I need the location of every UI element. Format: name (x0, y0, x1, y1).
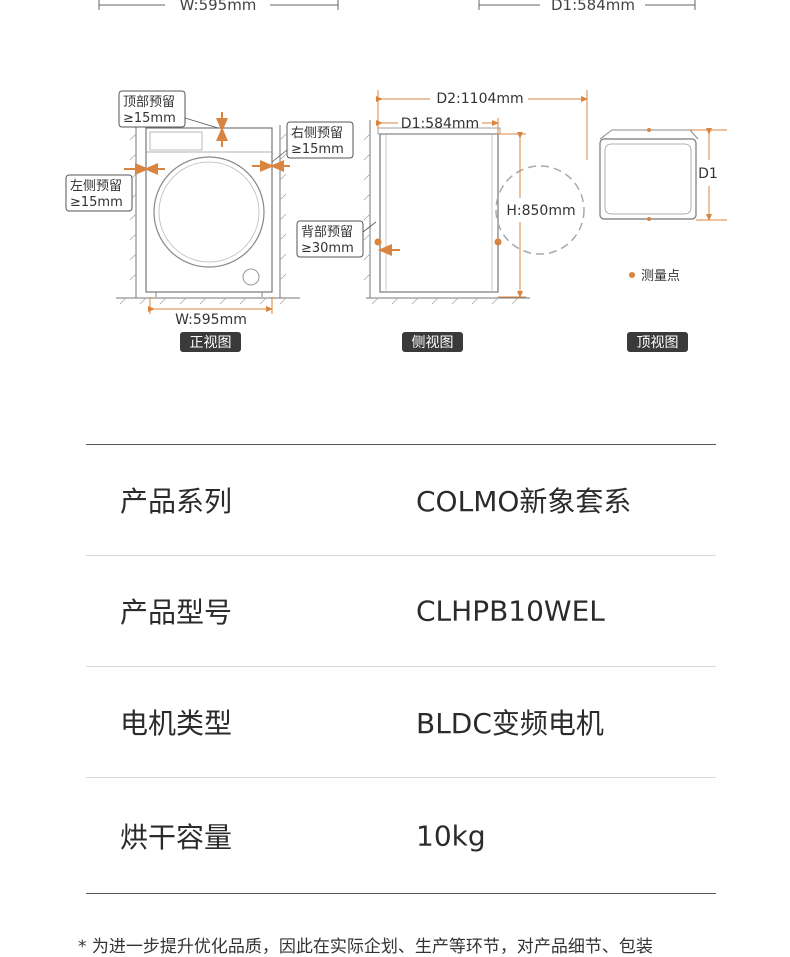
footnote: * 为进一步提升优化品质，因此在实际企划、生产等环节，对产品细节、包装 (78, 937, 653, 957)
installation-dimension-diagram: W:595mm D1:584mm (65, 0, 727, 352)
right-clearance-callout: 右侧预留 ≥15mm (271, 121, 354, 163)
back-clearance-value: ≥30mm (301, 241, 354, 256)
left-clearance-callout: 左侧预留 ≥15mm (65, 174, 133, 212)
side-depth-open-label: D2:1104mm (436, 91, 523, 107)
spec-label: 电机类型 (120, 707, 233, 740)
spec-value: 10kg (416, 819, 486, 852)
back-clearance-title: 背部预留 (301, 225, 353, 240)
front-width-label: W:595mm (175, 312, 247, 328)
top-clearance-title: 顶部预留 (123, 95, 175, 110)
spec-value: COLMO新象套系 (416, 485, 632, 518)
left-clearance-title: 左侧预留 (70, 179, 122, 194)
top-cropped-dimensions (98, 0, 696, 10)
back-clearance-callout: 背部预留 ≥30mm (296, 220, 377, 258)
spec-row-series: 产品系列 COLMO新象套系 (86, 444, 716, 555)
spec-row-dry-capacity: 烘干容量 10kg (86, 777, 716, 894)
top-depth-label: D1:584mm (551, 0, 635, 14)
spec-row-motor: 电机类型 BLDC变频电机 (86, 666, 716, 777)
side-view-caption-text: 侧视图 (412, 335, 454, 351)
measure-point-legend: 测量点 (641, 269, 680, 284)
spec-table: 产品系列 COLMO新象套系 产品型号 CLHPB10WEL 电机类型 BLDC… (86, 444, 716, 894)
side-depth-label: D1:584mm (401, 116, 479, 132)
spec-label: 产品系列 (120, 485, 233, 518)
top-view-depth-label: D1 (698, 166, 718, 182)
spec-label: 烘干容量 (120, 820, 233, 854)
top-clearance-callout: 顶部预留 ≥15mm (118, 90, 219, 129)
side-view-caption: 侧视图 (402, 332, 463, 352)
side-height-label: H:850mm (506, 203, 575, 219)
side-view (363, 90, 588, 305)
top-view-caption: 顶视图 (627, 332, 688, 352)
front-view (116, 112, 300, 314)
spec-value: BLDC变频电机 (416, 707, 604, 740)
front-view-caption-text: 正视图 (190, 335, 232, 351)
top-view (599, 128, 727, 278)
left-clearance-value: ≥15mm (70, 195, 123, 210)
spec-value: CLHPB10WEL (416, 594, 605, 628)
top-width-label: W:595mm (180, 0, 257, 14)
right-clearance-value: ≥15mm (291, 142, 344, 157)
top-view-caption-text: 顶视图 (637, 335, 679, 351)
right-clearance-title: 右侧预留 (291, 126, 343, 141)
spec-row-model: 产品型号 CLHPB10WEL (86, 555, 716, 666)
spec-label: 产品型号 (120, 596, 233, 629)
front-view-caption: 正视图 (180, 332, 241, 352)
top-clearance-value: ≥15mm (123, 111, 176, 126)
